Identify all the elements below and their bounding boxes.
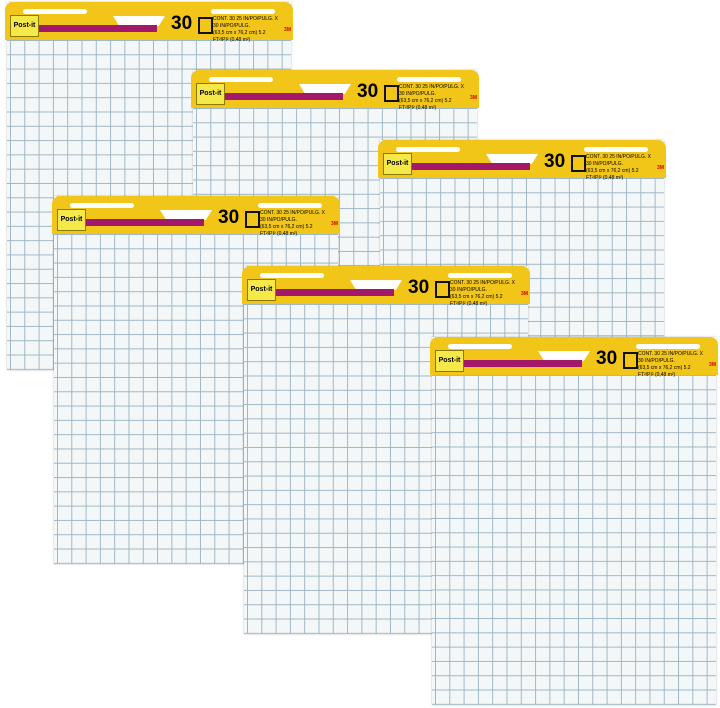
product-band bbox=[464, 360, 582, 367]
tear-notch bbox=[486, 154, 538, 164]
post-it-logo: Post-it bbox=[247, 279, 276, 301]
3m-logo: 3M bbox=[331, 221, 338, 227]
hanger-slot bbox=[70, 203, 134, 208]
hanger-slot bbox=[584, 147, 648, 152]
product-band bbox=[412, 163, 530, 170]
tear-notch bbox=[350, 280, 402, 290]
tear-notch bbox=[538, 351, 590, 361]
product-band bbox=[39, 25, 157, 32]
sheet-icon bbox=[245, 211, 260, 228]
post-it-logo: Post-it bbox=[435, 350, 464, 372]
spec-text: CONT. 30 25 IN/PO/PULG. X 30 IN/PO/PULG.… bbox=[213, 16, 279, 43]
product-band bbox=[225, 93, 343, 100]
sheet-count: 30 bbox=[218, 207, 240, 228]
sheet-count: 30 bbox=[357, 81, 379, 102]
3m-logo: 3M bbox=[709, 362, 716, 368]
sheet-icon bbox=[571, 155, 586, 172]
sheet-count: 30 bbox=[596, 348, 618, 369]
post-it-logo: Post-it bbox=[10, 15, 39, 37]
pad-header: Post-it 30 CONT. 30 25 IN/PO/PULG. X 30 … bbox=[242, 266, 530, 307]
hanger-slot bbox=[260, 273, 324, 278]
tear-notch bbox=[113, 16, 165, 26]
sheet-count: 30 bbox=[408, 277, 430, 298]
pad-header: Post-it 30 CONT. 30 25 IN/PO/PULG. X 30 … bbox=[5, 2, 293, 43]
hanger-slot bbox=[448, 273, 512, 278]
spec-text: CONT. 30 25 IN/PO/PULG. X 30 IN/PO/PULG.… bbox=[260, 210, 326, 237]
sheet-count: 30 bbox=[544, 151, 566, 172]
tear-notch bbox=[299, 84, 351, 94]
sheet-icon bbox=[435, 281, 450, 298]
sheet-icon bbox=[384, 85, 399, 102]
post-it-logo: Post-it bbox=[57, 209, 86, 231]
easel-pad: Post-it 30 CONT. 30 25 IN/PO/PULG. X 30 … bbox=[430, 337, 718, 705]
tear-notch bbox=[160, 210, 212, 220]
pad-header: Post-it 30 CONT. 30 25 IN/PO/PULG. X 30 … bbox=[430, 337, 718, 378]
hanger-slot bbox=[209, 77, 273, 82]
hanger-slot bbox=[396, 147, 460, 152]
hanger-slot bbox=[397, 77, 461, 82]
hanger-slot bbox=[23, 9, 87, 14]
pad-header: Post-it 30 CONT. 30 25 IN/PO/PULG. X 30 … bbox=[52, 196, 340, 237]
post-it-logo: Post-it bbox=[383, 153, 412, 175]
sheet-count: 30 bbox=[171, 13, 193, 34]
hanger-slot bbox=[258, 203, 322, 208]
sheet-icon bbox=[623, 352, 638, 369]
3m-logo: 3M bbox=[470, 95, 477, 101]
spec-text: CONT. 30 25 IN/PO/PULG. X 30 IN/PO/PULG.… bbox=[450, 280, 516, 307]
sheet-icon bbox=[198, 17, 213, 34]
3m-logo: 3M bbox=[521, 291, 528, 297]
product-band bbox=[276, 289, 394, 296]
spec-text: CONT. 30 25 IN/PO/PULG. X 30 IN/PO/PULG.… bbox=[586, 154, 652, 181]
post-it-logo: Post-it bbox=[196, 83, 225, 105]
hanger-slot bbox=[211, 9, 275, 14]
pad-header: Post-it 30 CONT. 30 25 IN/PO/PULG. X 30 … bbox=[191, 70, 479, 111]
product-band bbox=[86, 219, 204, 226]
3m-logo: 3M bbox=[284, 27, 291, 33]
hanger-slot bbox=[448, 344, 512, 349]
hanger-slot bbox=[636, 344, 700, 349]
spec-text: CONT. 30 25 IN/PO/PULG. X 30 IN/PO/PULG.… bbox=[638, 351, 704, 378]
pad-header: Post-it 30 CONT. 30 25 IN/PO/PULG. X 30 … bbox=[378, 140, 666, 181]
3m-logo: 3M bbox=[657, 165, 664, 171]
spec-text: CONT. 30 25 IN/PO/PULG. X 30 IN/PO/PULG.… bbox=[399, 84, 465, 111]
